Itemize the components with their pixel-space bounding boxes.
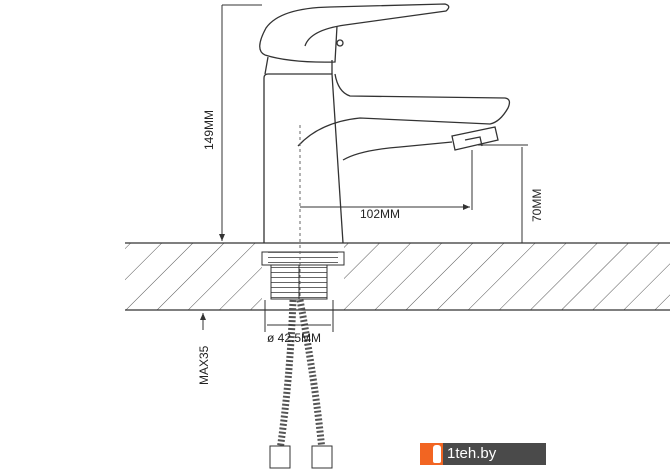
countertop <box>125 242 670 311</box>
spout-reach-dimension <box>300 150 473 210</box>
spout-height-label: 70MM <box>530 189 544 222</box>
spout-height-dimension <box>478 144 528 243</box>
faucet-body <box>259 3 511 244</box>
logo-mark <box>420 443 443 465</box>
max-thickness-label: MAX35 <box>197 345 211 385</box>
height-dimension <box>219 4 262 241</box>
spout-reach-label: 102MM <box>360 207 400 221</box>
hose-connectors <box>269 445 333 469</box>
logo-text: 1teh.by <box>443 443 546 465</box>
diameter-dimension <box>264 300 334 332</box>
watermark-logo: 1teh.by <box>420 443 546 465</box>
diameter-label: ø 42.5MM <box>267 331 321 345</box>
height-label: 149MM <box>202 110 216 150</box>
mounting-nut <box>261 251 345 300</box>
flexible-hoses <box>276 299 326 451</box>
